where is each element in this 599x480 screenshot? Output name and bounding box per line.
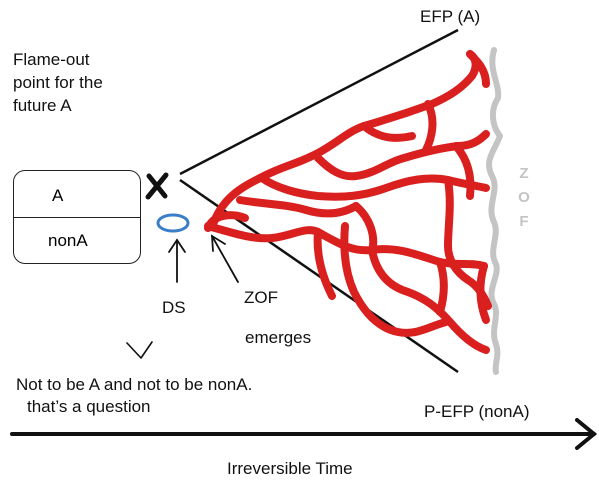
question-line1: Not to be A and not to be nonA. [16,375,253,394]
flame-out-label-line1: Flame-out [13,50,90,69]
zof-vertical-z: Z [519,165,529,182]
time-label: Irreversible Time [227,459,353,478]
zof-vertical-f: F [519,213,529,230]
zof-vertical-label: Z O F [516,162,532,234]
flame-out-label-line3: future A [13,96,72,115]
time-axis-arrow [10,418,598,450]
check-mark [126,341,153,359]
zof-gray-border [486,47,503,375]
red-branches [204,50,492,354]
zof-label: ZOF [244,288,278,307]
emerges-label: emerges [245,328,312,347]
zof-vertical-o: O [518,189,530,206]
efp-a-line [179,28,459,176]
box-label-nona: nonA [48,231,88,250]
box-label-a: A [52,186,64,205]
ds-ellipse [156,213,190,233]
question-line2: that’s a question [27,397,151,416]
ds-label: DS [162,298,186,317]
ds-arrow [168,238,186,283]
a-nona-box: A nonA [13,170,141,264]
flame-out-label-line2: point for the [13,73,103,92]
zof-arrow [210,234,239,283]
efp-a-label: EFP (A) [420,7,481,26]
flame-out-point-mark [145,172,169,200]
p-efp-label: P-EFP (nonA) [424,402,530,421]
box-divider [14,217,140,218]
